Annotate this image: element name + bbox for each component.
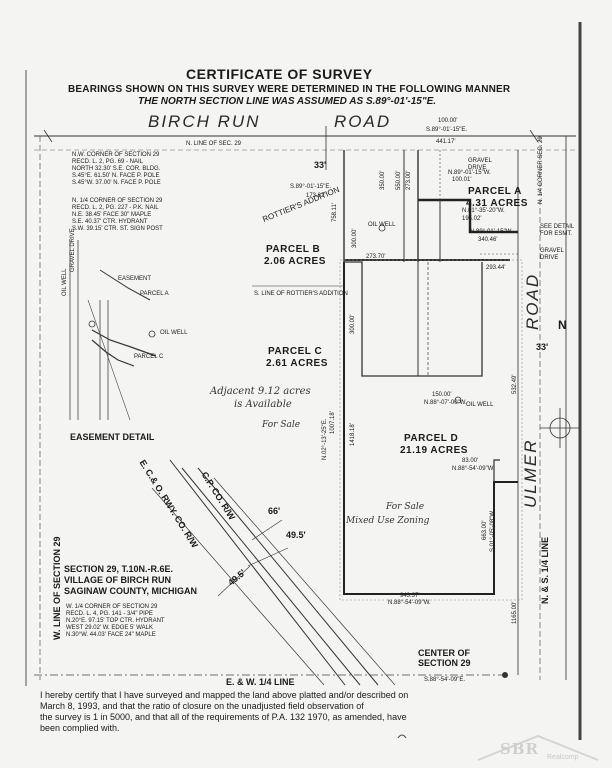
ulmer-road-label: ROAD [523, 272, 542, 330]
available-note: is Available [234, 399, 292, 410]
ns-line-label: N. & S. 1/4 LINE [540, 536, 550, 604]
see-detail-label: SEE DETAIL FOR ESMT. [540, 224, 575, 237]
watermark-sub: Realcomp [547, 754, 579, 761]
bearing-83: 83.00' [462, 458, 479, 464]
parcel-cd-boundary [343, 262, 518, 595]
for-sale-d-note: For Sale [386, 502, 425, 512]
bearing-195: 195.02' [462, 216, 482, 222]
n-line-label: N. LINE OF SEC. 29 [186, 141, 242, 147]
ulmer-label: ULMER [521, 438, 540, 508]
nw-corner-note: N.W. CORNER OF SECTION 29 RECD. L. 2, PG… [72, 152, 161, 186]
parcel-d-name: PARCEL D [404, 433, 459, 444]
parcel-c-acres: 2.61 ACRES [266, 358, 328, 369]
oil-well-label-2: OIL WELL [466, 402, 494, 408]
bearing-n89-a: N.89°-01'-15"W. [448, 170, 491, 176]
easement-detail-sketch [69, 240, 157, 421]
bearing-150: 150.00' [432, 392, 452, 398]
bearing-550: 550.00' [396, 170, 402, 191]
bearing-293: 293.44' [486, 265, 506, 271]
bearing-1165: 1165.00' [512, 601, 518, 624]
bearing-n02: N.02°-13'-25"E. [322, 418, 328, 460]
railroad-line-1 [169, 459, 346, 686]
section-title: SECTION 29, T.10N.-R.6E. [64, 564, 174, 574]
dim-49-5-a: 49.5' [286, 530, 306, 540]
birch-run-label: BIRCH RUN [148, 112, 261, 131]
north-arrow [540, 408, 580, 448]
north-label: N [558, 318, 567, 332]
bearing-n88: N.88°-07'-00"W. [424, 400, 467, 406]
certification-text: I hereby certify that I have surveyed an… [40, 690, 409, 733]
bearing-350: 350.00' [380, 170, 386, 191]
oil-well-label-1: OIL WELL [368, 222, 396, 228]
village-label: VILLAGE OF BIRCH RUN [64, 575, 171, 585]
s-line-rottiers-label: S. LINE OF ROTTIER'S ADDITION [254, 291, 348, 297]
road-label: ROAD [334, 112, 392, 131]
oil-well-detail-label: OIL WELL [160, 330, 188, 336]
easement-label: EASEMENT [118, 276, 152, 282]
bearing-n02-b: 1007.18' [330, 411, 336, 434]
w-line-section-label: W. LINE OF SECTION 29 [52, 536, 62, 640]
railroad-line-2 [181, 467, 361, 686]
bearing-note: BEARINGS SHOWN ON THIS SURVEY WERE DETER… [68, 84, 511, 95]
bearing-943: 943.37' [400, 593, 420, 599]
parcel-a-name: PARCEL A [468, 186, 522, 197]
survey-title: CERTIFICATE OF SURVEY [186, 66, 373, 82]
n-quarter-corner-right: N. 1/4 CORNER SEC. 29 [538, 136, 544, 204]
w-quarter-note: W. 1/4 CORNER OF SECTION 29 RECD. L. 4, … [66, 604, 165, 638]
bearing-273-70: 273.70' [366, 254, 386, 260]
parcel-c-small-label: PARCEL C [134, 354, 164, 360]
gravel-drive-label: GRAVEL DRIVE [468, 158, 492, 171]
parcel-c-name: PARCEL C [268, 346, 323, 357]
n-quarter-note: N. 1/4 CORNER OF SECTION 29 RECD. L. 2, … [72, 198, 163, 232]
center-label-2: SECTION 29 [418, 658, 471, 668]
for-sale-note: For Sale [262, 420, 301, 430]
dim-33-b: 33' [536, 342, 549, 352]
bearing-1418: 1418.18' [350, 423, 356, 446]
bearing-s88: S.88°-54'-09"E. [424, 677, 466, 683]
bearing-basis: THE NORTH SECTION LINE WAS ASSUMED AS S.… [138, 96, 437, 107]
center-label: CENTER OF [418, 648, 471, 658]
mixed-use-note: Mixed Use Zoning [346, 516, 430, 526]
bearing-s01: S.01°-05'-08"W. [490, 509, 496, 552]
bearing-n89-b: N.89°-01'-15"W. [470, 229, 513, 235]
bearing-n88-b: N.88°-54'-09"W. [452, 466, 495, 472]
gravel-drive-right-label: GRAVEL DRIVE [540, 248, 564, 261]
parcel-b-name: PARCEL B [266, 244, 321, 255]
bearing-173: 173.62' [306, 193, 326, 199]
adjacent-note: Adjacent 9.12 acres [210, 386, 311, 397]
bearing-n01-a: N.01°-35'-20"W. [462, 208, 505, 214]
gravel-drive-detail-label: GRAVEL DRIVE [70, 228, 76, 272]
bearing-758: 758.11' [332, 202, 338, 222]
bearing-top-441: 441.17' [436, 139, 456, 145]
dim-33: 33' [314, 160, 327, 170]
bearing-300-a: 300.00' [352, 228, 358, 249]
parcel-d-acres: 21.19 ACRES [400, 445, 468, 456]
oil-well-detail-label-2: OIL WELL [62, 268, 68, 296]
parcel-a-boundary [418, 198, 518, 234]
bearing-100-01: 100.01' [452, 177, 472, 183]
bearing-300-b: 300.00' [350, 314, 356, 335]
easement-detail-title: EASEMENT DETAIL [70, 432, 155, 442]
parcel-b-acres: 2.06 ACRES [264, 256, 326, 267]
bearing-532: 532.49' [512, 374, 518, 395]
bearing-273: 273.00' [406, 170, 412, 191]
bearing-top-100: 100.00' [438, 118, 458, 124]
bearing-n88-c: N.88°-54'-09"W. [388, 600, 431, 606]
parcel-a-acres: 4.31 ACRES [466, 198, 528, 209]
ew-line-label: E. & W. 1/4 LINE [226, 677, 295, 687]
county-label: SAGINAW COUNTY, MICHIGAN [64, 586, 198, 596]
bearing-top-s89: S.89°-01'-15"E. [426, 127, 468, 133]
bearing-340: 340.46' [478, 237, 498, 243]
bearing-663: 663.00' [482, 520, 488, 541]
parcel-a-small-label: PARCEL A [140, 291, 169, 297]
dim-66: 66' [268, 506, 281, 516]
watermark-brand: SBR [500, 740, 539, 758]
sbr-watermark-logo [477, 734, 599, 761]
bearing-s89-left: S.89°-01'-15"E. [290, 184, 332, 190]
